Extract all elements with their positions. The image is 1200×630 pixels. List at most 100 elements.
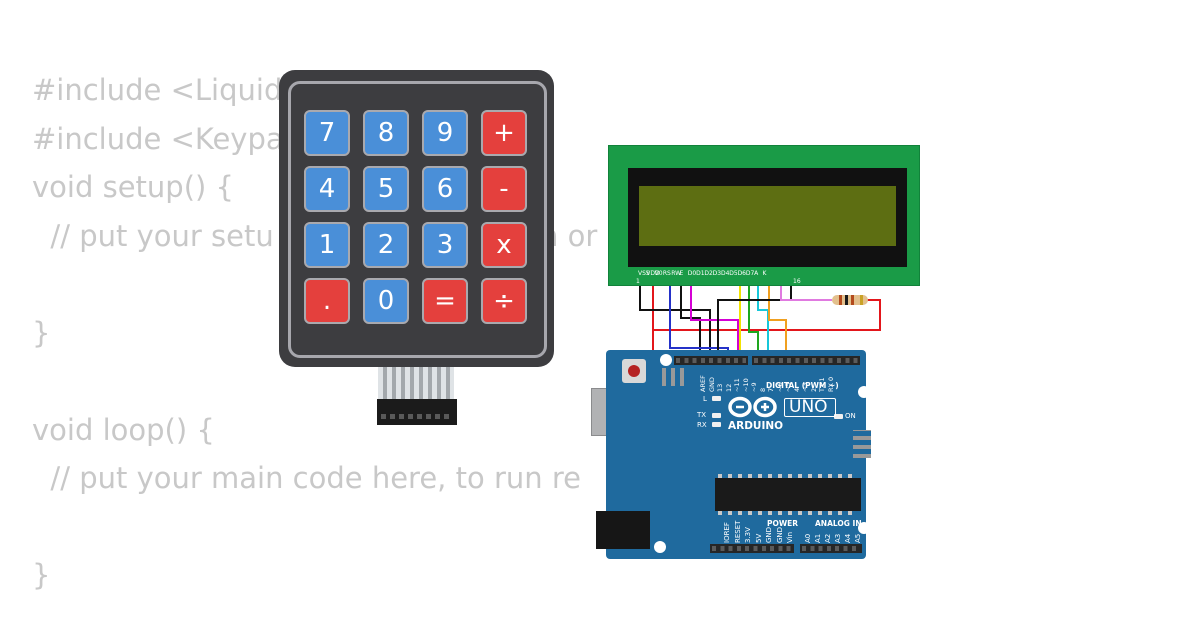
keypad-key[interactable]: 9 <box>422 110 468 156</box>
lcd-pin-label: D1 <box>696 270 705 277</box>
pin-label: IOREF <box>723 522 731 543</box>
led-tx <box>712 413 721 418</box>
lcd-pin-label: V0 <box>654 270 663 277</box>
code-line-6: } <box>32 315 51 350</box>
lcd-bezel <box>628 168 907 267</box>
keypad-key[interactable]: - <box>481 166 527 212</box>
atmega-chip <box>715 478 861 511</box>
keypad-key[interactable]: 7 <box>304 110 350 156</box>
led-tx-label: TX <box>697 411 707 419</box>
pin-label: 13 <box>716 383 724 392</box>
arduino-logo-icon <box>728 396 777 418</box>
analog-label: ANALOG IN <box>815 519 862 528</box>
on-label: ON <box>845 412 856 420</box>
keypad-key[interactable]: ÷ <box>481 278 527 324</box>
pin-label: 5V <box>754 533 763 543</box>
code-line-11: } <box>32 558 51 592</box>
mount-hole <box>660 354 672 366</box>
code-line-3: void setup() { <box>32 170 234 204</box>
keypad-key[interactable]: + <box>481 110 527 156</box>
keypad-key[interactable]: 4 <box>304 166 350 212</box>
pin-label: RESET <box>733 520 742 543</box>
wire-violet-a[interactable] <box>780 280 832 301</box>
lcd-pin-label: K <box>762 270 767 277</box>
pin-label: AREF <box>699 375 707 392</box>
led-l <box>712 396 721 401</box>
digital-header-left[interactable] <box>674 356 748 365</box>
lcd-pin-label: D2 <box>704 270 713 277</box>
digital-label: DIGITAL (PWM ~) <box>766 381 839 390</box>
lcd-pin-label: D4 <box>720 270 730 277</box>
keypad-connector-pins <box>381 414 453 419</box>
keypad-key[interactable]: 0 <box>363 278 409 324</box>
wire-black-k[interactable] <box>717 280 792 362</box>
led-l-label: L <box>703 395 707 403</box>
wire-magenta-e[interactable] <box>690 280 739 362</box>
pin-label: A1 <box>814 533 822 543</box>
pin-label: GND <box>775 526 784 543</box>
wire-green-d5[interactable] <box>748 280 759 362</box>
pin-label: ~10 <box>741 378 750 392</box>
keypad-key[interactable]: = <box>422 278 468 324</box>
code-line-4-head: // put your setu <box>32 218 274 253</box>
pin-label: A0 <box>804 533 812 543</box>
keypad-key[interactable]: 1 <box>304 222 350 268</box>
keypad-key[interactable]: x <box>481 222 527 268</box>
resistor[interactable] <box>832 295 868 305</box>
lcd-pin-label: D0 <box>687 270 697 277</box>
pin-label: Vin <box>786 531 794 543</box>
code-line-8: void loop() { <box>32 412 215 447</box>
digital-header-right[interactable] <box>752 356 860 365</box>
keypad-key[interactable]: 6 <box>422 166 468 212</box>
keypad-key[interactable]: . <box>304 278 350 324</box>
pin-label: ~9 <box>750 382 758 392</box>
mount-hole <box>858 386 870 398</box>
lcd-pin-label: D3 <box>712 270 722 277</box>
lcd-pin-label: VDD <box>646 270 660 277</box>
code-line-2: #include <Keypa <box>32 121 284 156</box>
keypad-ribbon-cable <box>378 366 454 402</box>
keypad-key[interactable]: 2 <box>363 222 409 268</box>
pin-label: A2 <box>824 533 832 543</box>
code-line-9: // put your main code here, to run re <box>32 461 581 495</box>
keypad-key[interactable]: 5 <box>363 166 409 212</box>
wire-cyan-d6[interactable] <box>757 280 769 362</box>
lcd-pin-label: VSS <box>638 270 650 277</box>
lcd-pin-label: A <box>754 270 759 277</box>
power-header[interactable] <box>710 544 794 553</box>
lcd-pin-label: D6 <box>737 270 746 277</box>
resistor-band-1 <box>839 295 842 305</box>
lcd-screen <box>639 186 896 246</box>
lcd-pin-16-label: 16 <box>793 278 801 285</box>
mcu-pins <box>718 510 858 515</box>
uno-badge <box>784 398 836 417</box>
lcd-pin-label: RW <box>671 270 682 277</box>
icsp-header-usb <box>662 368 688 386</box>
reset-button[interactable] <box>622 359 646 383</box>
pin-label: GND <box>707 377 716 392</box>
mount-hole <box>858 522 870 534</box>
wire-red-rail[interactable] <box>653 299 881 331</box>
wire-black-vss[interactable] <box>639 280 711 362</box>
led-rx <box>712 422 721 427</box>
power-label: POWER <box>767 519 799 528</box>
analog-header[interactable] <box>800 544 862 553</box>
keypad-key[interactable]: 3 <box>422 222 468 268</box>
pin-label: 12 <box>724 383 733 392</box>
pin-label: ~11 <box>733 378 741 392</box>
resistor-band-4 <box>860 295 863 305</box>
lcd-pin-label: D5 <box>729 270 738 277</box>
code-line-1: #include <Liquid <box>32 73 283 107</box>
code-editor-text: #include <Liquid #include <Keypa void setu… <box>32 66 597 600</box>
pin-label: A5 <box>854 533 862 543</box>
keypad-connector <box>377 399 457 425</box>
pin-label: A4 <box>844 533 852 543</box>
power-jack <box>596 511 650 549</box>
mcu-pins <box>718 474 858 479</box>
lcd-pin-1-label: 1 <box>636 278 640 285</box>
keypad-key[interactable]: 8 <box>363 110 409 156</box>
model-label: UNO <box>789 397 828 417</box>
